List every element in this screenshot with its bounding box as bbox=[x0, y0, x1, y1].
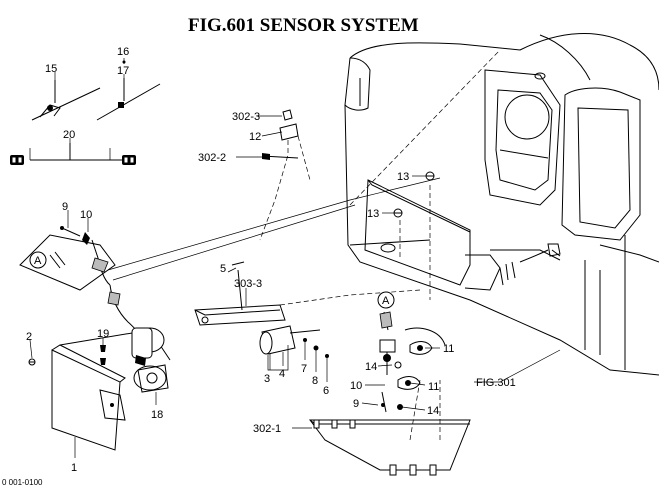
leader-lines bbox=[29, 58, 561, 458]
footer-code: 0 001-0100 bbox=[2, 478, 43, 487]
callout-17: 17 bbox=[117, 65, 129, 77]
callout-6: 6 bbox=[323, 385, 329, 397]
sensor-12 bbox=[259, 109, 311, 241]
marker-a-right: A bbox=[382, 295, 390, 307]
rod-303-3 bbox=[194, 261, 421, 326]
callout-14-upper: 14 bbox=[365, 361, 377, 373]
callout-12: 12 bbox=[249, 131, 261, 143]
callout-14-lower: 14 bbox=[427, 405, 439, 417]
callout-19: 19 bbox=[97, 328, 109, 340]
cable-tie-17 bbox=[96, 78, 161, 121]
callout-5: 5 bbox=[220, 263, 226, 275]
callout-8: 8 bbox=[312, 375, 318, 387]
screw-2 bbox=[28, 358, 36, 366]
screw-19 bbox=[100, 345, 106, 365]
wire-harness-20 bbox=[10, 143, 136, 165]
callout-2: 2 bbox=[26, 331, 32, 343]
callout-302-2: 302-2 bbox=[198, 152, 226, 164]
figure-title: FIG.601 SENSOR SYSTEM bbox=[188, 15, 419, 36]
callout-labels: 15 16 17 20 9 10 302-3 12 302-2 13 13 5 … bbox=[2, 46, 516, 487]
callout-10-right: 10 bbox=[350, 380, 362, 392]
callout-302-3: 302-3 bbox=[232, 111, 260, 123]
callout-4: 4 bbox=[279, 368, 285, 380]
bolt-13-lower bbox=[393, 208, 403, 218]
callout-20: 20 bbox=[63, 129, 75, 141]
callout-9-left: 9 bbox=[62, 201, 68, 213]
sensor-bracket-plate bbox=[349, 179, 501, 300]
callout-13-lower: 13 bbox=[367, 208, 379, 220]
callout-fig-301: FIG.301 bbox=[476, 377, 516, 389]
callout-3: 3 bbox=[264, 373, 270, 385]
callout-16: 16 bbox=[117, 46, 129, 58]
callout-9-right: 9 bbox=[353, 398, 359, 410]
callout-13-upper: 13 bbox=[397, 171, 409, 183]
main-harness-cable bbox=[107, 49, 501, 343]
callout-302-1: 302-1 bbox=[253, 423, 281, 435]
actuator-motor-18 bbox=[131, 327, 169, 393]
cable-tie-15 bbox=[31, 80, 101, 121]
bottom-plate-302-1 bbox=[309, 379, 471, 476]
rotary-sensor-4 bbox=[259, 325, 329, 370]
callout-1: 1 bbox=[71, 462, 77, 474]
callout-11-lower: 11 bbox=[428, 381, 439, 393]
callout-18: 18 bbox=[151, 409, 163, 421]
callout-303-3: 303-3 bbox=[234, 278, 262, 290]
callout-15: 15 bbox=[45, 63, 57, 75]
callout-11-upper: 11 bbox=[443, 343, 454, 355]
callout-10-left: 10 bbox=[80, 209, 92, 221]
machine-body bbox=[344, 33, 659, 376]
right-sensor-assembly: A bbox=[377, 291, 446, 413]
marker-a-left: A bbox=[34, 255, 42, 267]
left-sensor-bracket: A bbox=[19, 226, 116, 291]
bolt-13-upper bbox=[425, 171, 435, 181]
callout-7: 7 bbox=[301, 363, 307, 375]
